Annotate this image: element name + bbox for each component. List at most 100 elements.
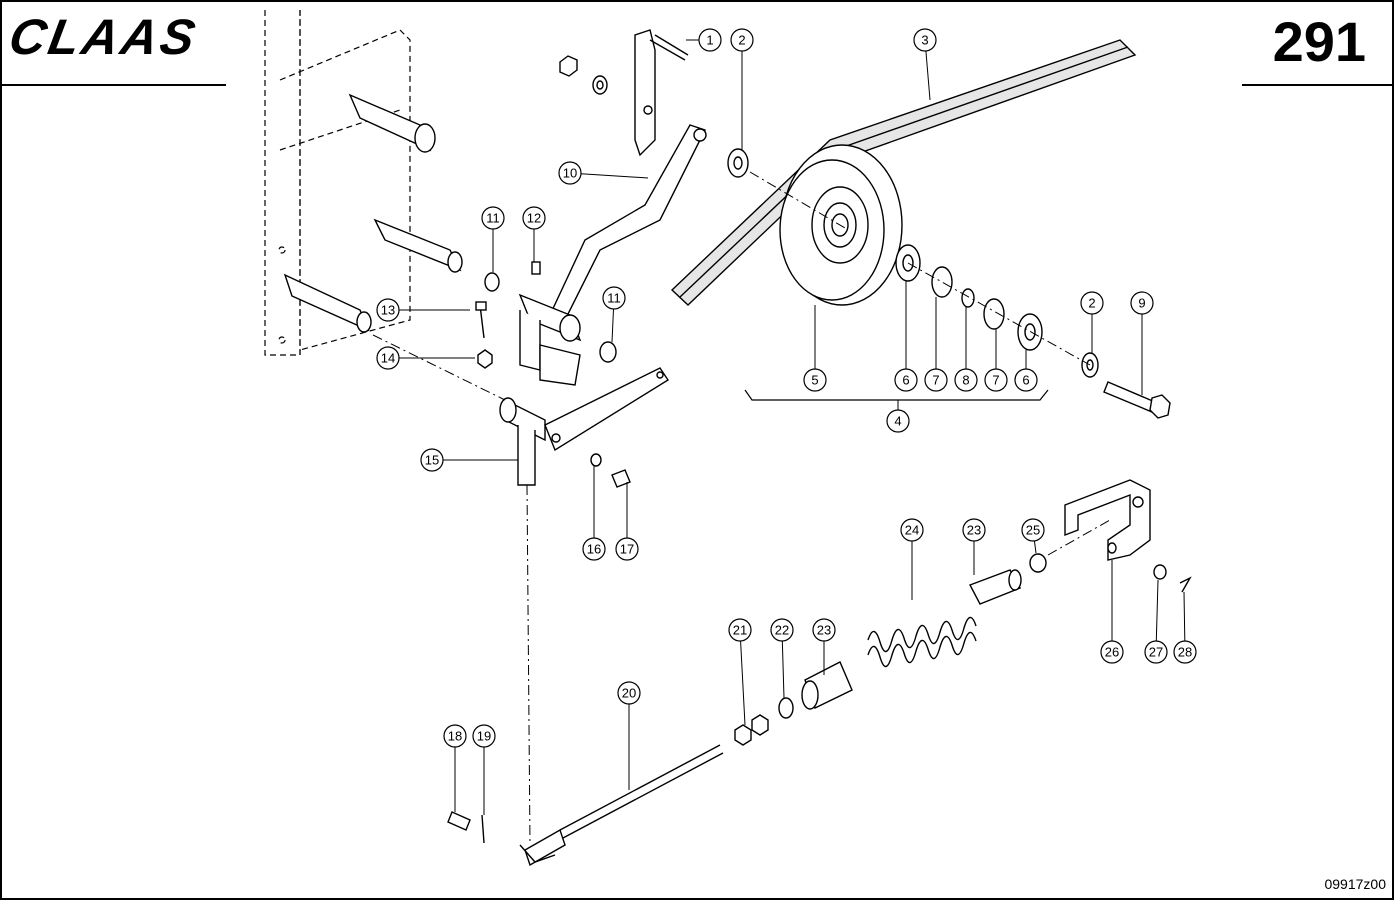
callout-leader <box>740 640 746 726</box>
callout-label: 20 <box>622 686 636 701</box>
callout-circle <box>1144 640 1168 664</box>
callout-circle <box>376 298 400 322</box>
callout-label: 23 <box>817 623 831 638</box>
drawing-code: 09917z00 <box>1324 876 1386 892</box>
callout-label: 12 <box>527 211 541 226</box>
callout-27: 27 <box>1144 579 1168 664</box>
callout-23: 23 <box>812 618 836 675</box>
callout-leader <box>781 640 785 699</box>
callout-22: 22 <box>770 618 794 699</box>
callout-circle <box>913 28 937 52</box>
callout-label: 3 <box>921 33 928 48</box>
callout-circle <box>1014 368 1038 392</box>
callout-7: 7 <box>924 297 948 392</box>
callout-circle <box>886 409 910 433</box>
callout-circle <box>420 448 444 472</box>
callout-circle <box>900 518 924 542</box>
callout-6: 6 <box>1014 350 1038 392</box>
callout-circle <box>894 368 918 392</box>
callout-leader <box>580 173 649 179</box>
callout-label: 2 <box>1088 296 1095 311</box>
pulley <box>779 144 903 306</box>
callout-circle <box>962 518 986 542</box>
callout-label: 7 <box>992 373 999 388</box>
callout-label: 17 <box>620 542 634 557</box>
callout-label: 23 <box>967 523 981 538</box>
hub-assembly <box>475 261 617 386</box>
callout-4: 4 <box>886 409 910 433</box>
callout-20: 20 <box>617 681 641 790</box>
callout-label: 26 <box>1105 645 1119 660</box>
page-number: 291 <box>1272 10 1366 73</box>
frame-plate <box>264 10 411 356</box>
callout-label: 7 <box>932 373 939 388</box>
callout-28: 28 <box>1173 591 1197 664</box>
callout-circle <box>984 368 1008 392</box>
bearing-set <box>895 244 1099 378</box>
callout-23: 23 <box>962 518 986 575</box>
callout-circle <box>376 346 400 370</box>
callout-1: 1 <box>686 28 722 52</box>
spring-spacers <box>734 553 1047 746</box>
callout-leader <box>1183 591 1186 642</box>
callout-label: 11 <box>607 291 621 306</box>
callout-24: 24 <box>900 518 924 600</box>
callout-circle <box>617 681 641 705</box>
callout-6: 6 <box>894 281 918 392</box>
callout-label: 6 <box>902 373 909 388</box>
callout-leader <box>1155 579 1159 642</box>
callout-label: 1 <box>706 33 713 48</box>
callout-11: 11 <box>481 206 505 272</box>
callout-label: 6 <box>1022 373 1029 388</box>
callout-circle <box>698 28 722 52</box>
callout-12: 12 <box>522 206 546 262</box>
callout-circle <box>812 618 836 642</box>
threaded-rod <box>519 744 724 867</box>
tension-arm <box>499 367 669 488</box>
bracket-plate <box>634 29 689 157</box>
callout-label: 4 <box>894 414 901 429</box>
callout-15: 15 <box>420 448 518 472</box>
nut-top <box>559 55 608 95</box>
callout-circle <box>730 28 754 52</box>
callout-circle <box>1100 640 1124 664</box>
callout-label: 8 <box>962 373 969 388</box>
callout-label: 13 <box>381 303 395 318</box>
callout-label: 9 <box>1138 296 1145 311</box>
callout-circle <box>443 724 467 748</box>
callout-circle <box>954 368 978 392</box>
assembly-lines <box>372 171 1111 846</box>
group-bracket <box>744 389 1049 401</box>
callout-circle <box>770 618 794 642</box>
callout-label: 22 <box>775 623 789 638</box>
callout-label: 21 <box>733 623 747 638</box>
callout-label: 5 <box>811 373 818 388</box>
callout-label: 15 <box>425 453 439 468</box>
callout-label: 19 <box>477 729 491 744</box>
callout-11: 11 <box>602 286 626 343</box>
spring-bracket <box>1064 479 1192 593</box>
callout-8: 8 <box>954 307 978 392</box>
callout-leader <box>1033 540 1037 554</box>
callout-21: 21 <box>728 618 752 726</box>
callout-label: 27 <box>1149 645 1163 660</box>
callout-2: 2 <box>1080 291 1104 353</box>
callout-circle <box>522 206 546 230</box>
callout-leader <box>611 308 614 343</box>
callout-circle <box>1080 291 1104 315</box>
callout-label: 11 <box>486 211 500 226</box>
callout-label: 24 <box>905 523 919 538</box>
callout-circle <box>1173 640 1197 664</box>
callout-17: 17 <box>615 482 639 561</box>
callout-5: 5 <box>803 305 827 392</box>
callout-10: 10 <box>558 161 649 185</box>
callout-circle <box>558 161 582 185</box>
callout-2: 2 <box>730 28 754 150</box>
callout-label: 25 <box>1026 523 1040 538</box>
callout-circle <box>602 286 626 310</box>
callout-circle <box>472 724 496 748</box>
callout-leader <box>925 50 931 101</box>
